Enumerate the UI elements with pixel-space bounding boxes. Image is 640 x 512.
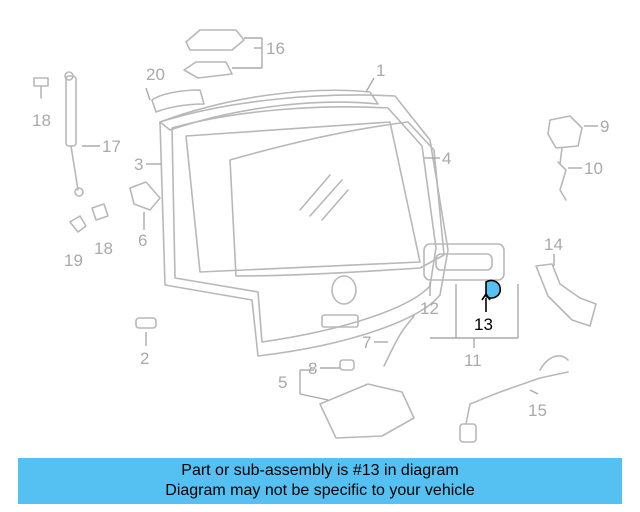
callout-9: 9 xyxy=(600,117,609,136)
callout-4: 4 xyxy=(442,149,451,168)
highlighted-seal-part xyxy=(481,279,502,312)
rod-part xyxy=(557,161,567,201)
bolt-part-lower xyxy=(91,203,109,221)
callout-10: 10 xyxy=(584,159,603,178)
tailgate-shell xyxy=(159,94,449,357)
hinge-part xyxy=(183,29,245,79)
callout-14: 14 xyxy=(544,235,563,254)
callout-6: 6 xyxy=(138,231,147,250)
callout-12: 12 xyxy=(420,299,439,318)
callout-11: 11 xyxy=(464,351,482,370)
callout-3: 3 xyxy=(134,155,143,174)
callout-2: 2 xyxy=(140,349,149,368)
wire-part xyxy=(459,355,569,443)
callout-18a: 18 xyxy=(32,111,51,130)
rear-glass-part xyxy=(229,121,445,277)
cable-part xyxy=(383,315,415,367)
latch-assembly-part xyxy=(319,383,415,439)
bolt-part xyxy=(33,77,49,99)
callout-19: 19 xyxy=(64,251,83,270)
callout-20: 20 xyxy=(146,65,165,84)
banner-line-2: Diagram may not be specific to your vehi… xyxy=(165,482,475,499)
latch-bracket-part xyxy=(129,181,161,211)
callout-17: 17 xyxy=(102,137,121,156)
callout-7: 7 xyxy=(362,333,371,352)
callout-13: 13 xyxy=(474,315,493,334)
callout-8: 8 xyxy=(308,359,317,378)
stud-part xyxy=(135,317,157,329)
handle-part xyxy=(423,243,505,281)
clip-part xyxy=(69,215,87,233)
actuator-part xyxy=(547,115,583,165)
gas-strut-part xyxy=(64,71,84,197)
parts-diagram: 1 2 3 4 5 6 7 8 9 10 11 12 13 14 15 16 1… xyxy=(32,29,609,443)
callout-5: 5 xyxy=(278,373,287,392)
lock-part xyxy=(535,263,597,327)
seal-part xyxy=(151,89,205,113)
callout-16: 16 xyxy=(266,39,285,58)
callout-15: 15 xyxy=(528,401,547,420)
leader-lines xyxy=(82,37,598,401)
callout-18b: 18 xyxy=(94,239,113,258)
callout-1: 1 xyxy=(376,61,385,80)
spoiler-part xyxy=(159,89,379,131)
banner-line-1: Part or sub-assembly is #13 in diagram xyxy=(181,462,459,479)
info-banner: Part or sub-assembly is #13 in diagram D… xyxy=(18,458,622,504)
bolt-part-8 xyxy=(339,359,355,371)
